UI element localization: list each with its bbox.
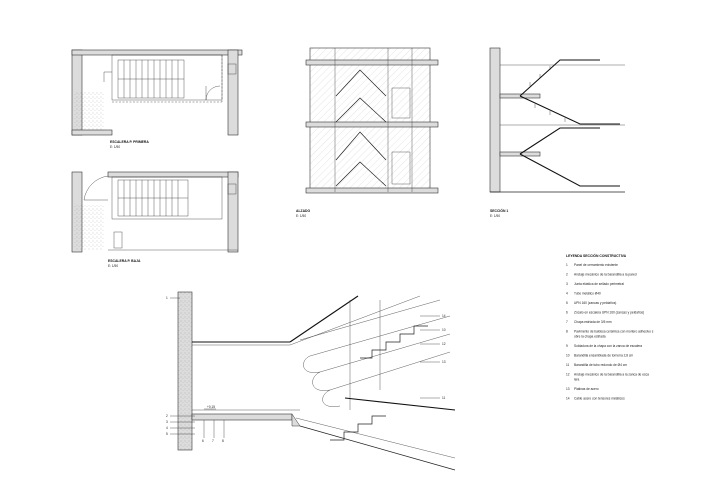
level-mark: +0,15 [207, 405, 215, 409]
legend-item-text: Platinas de acero [574, 387, 599, 391]
legend-item-text-cont: lera [574, 378, 580, 382]
legend-title: LEYENDA SECCIÓN CONSTRUCTIVA [566, 253, 627, 258]
plan-first-title: ESCALERA P. PRIMERA [110, 140, 149, 144]
legend-item-num: 1 [566, 263, 568, 267]
legend-item-num: 5 [566, 301, 568, 305]
callout-10: 10 [442, 328, 446, 332]
legend-item-text: Panel de cerramiento existente [574, 263, 618, 267]
legend-item-num: 8 [566, 330, 568, 334]
plan-ground-scale: E: 1/50 [108, 264, 118, 268]
plan-first-floor: ESCALERA P. PRIMERA E: 1/50 [71, 49, 243, 149]
legend-item-text: Chapa estriada de 3/5 mm [574, 320, 612, 324]
legend-item-text: Cable acero con tensores metálicos [574, 397, 625, 401]
elevation-title: ALZADO [296, 209, 310, 213]
callout-14: 14 [442, 314, 446, 318]
legend-item-text: Soldadura de la chapa con la zanca de es… [574, 344, 642, 348]
callout-5: 5 [166, 432, 168, 436]
callout-4: 4 [166, 426, 168, 430]
legend-item-text: Tubo metálico Ø40 [574, 292, 601, 296]
legend-item-text: Pavimento de baldosa cerámica con morter… [574, 330, 654, 334]
legend-item-text: Anclaje mecánico de la barandilla a la z… [574, 373, 649, 377]
plan-ground-title: ESCALERA P. BAJA [108, 259, 141, 263]
legend-item-text: Junta elástica de sellado perimetral [574, 282, 624, 286]
callout-3: 3 [166, 420, 168, 424]
section-drawing: SECCIÓN 1 E: 1/50 [489, 47, 625, 218]
callout-13: 13 [442, 360, 446, 364]
plan-ground-floor: ESCALERA P. BAJA E: 1/50 [71, 171, 239, 268]
legend-item-num: 11 [566, 363, 570, 367]
section-title: SECCIÓN 1 [490, 208, 508, 213]
callout-11: 11 [442, 396, 446, 400]
callout-12: 12 [442, 342, 446, 346]
callout-6: 6 [202, 439, 204, 443]
callout-7: 7 [212, 439, 214, 443]
plan-first-scale: E: 1/50 [110, 145, 120, 149]
legend-item-text: Anclaje mecánico de la barandilla a la p… [574, 273, 637, 277]
elevation-scale: E: 1/50 [296, 214, 306, 218]
legend-item-num: 3 [566, 282, 568, 286]
legend-item-text: Barandilla de tubo redondo de Ø4 cm [574, 363, 627, 367]
construction-detail: +0,15 1 2 3 4 5 6 7 8 14 10 12 13 11 [166, 291, 456, 471]
section-scale: E: 1/50 [490, 214, 500, 218]
legend: LEYENDA SECCIÓN CONSTRUCTIVA 1 Panel de c… [566, 253, 654, 401]
legend-item-text-cont: obre la chapa estriada [574, 335, 606, 339]
legend-item-num: 7 [566, 320, 568, 324]
legend-item-text: UPN 160 (zancas y peldaños) [574, 301, 616, 305]
legend-item-num: 2 [566, 273, 568, 277]
callout-8: 8 [222, 439, 224, 443]
legend-item-text: Zócalo en escalera UPN 160 (zancas y pel… [574, 311, 644, 315]
legend-item-num: 4 [566, 292, 568, 296]
legend-item-num: 9 [566, 344, 568, 348]
legend-item-num: 10 [566, 354, 570, 358]
legend-item-num: 12 [566, 373, 570, 377]
legend-item-num: 14 [566, 397, 570, 401]
legend-item-num: 13 [566, 387, 570, 391]
legend-item-text: Barandilla ensamblada de tornería 2,8 cm [574, 354, 634, 358]
legend-item-num: 6 [566, 311, 568, 315]
callout-2: 2 [166, 414, 168, 418]
elevation-drawing: ALZADO E: 1/50 [296, 47, 439, 218]
callout-1: 1 [166, 296, 168, 300]
